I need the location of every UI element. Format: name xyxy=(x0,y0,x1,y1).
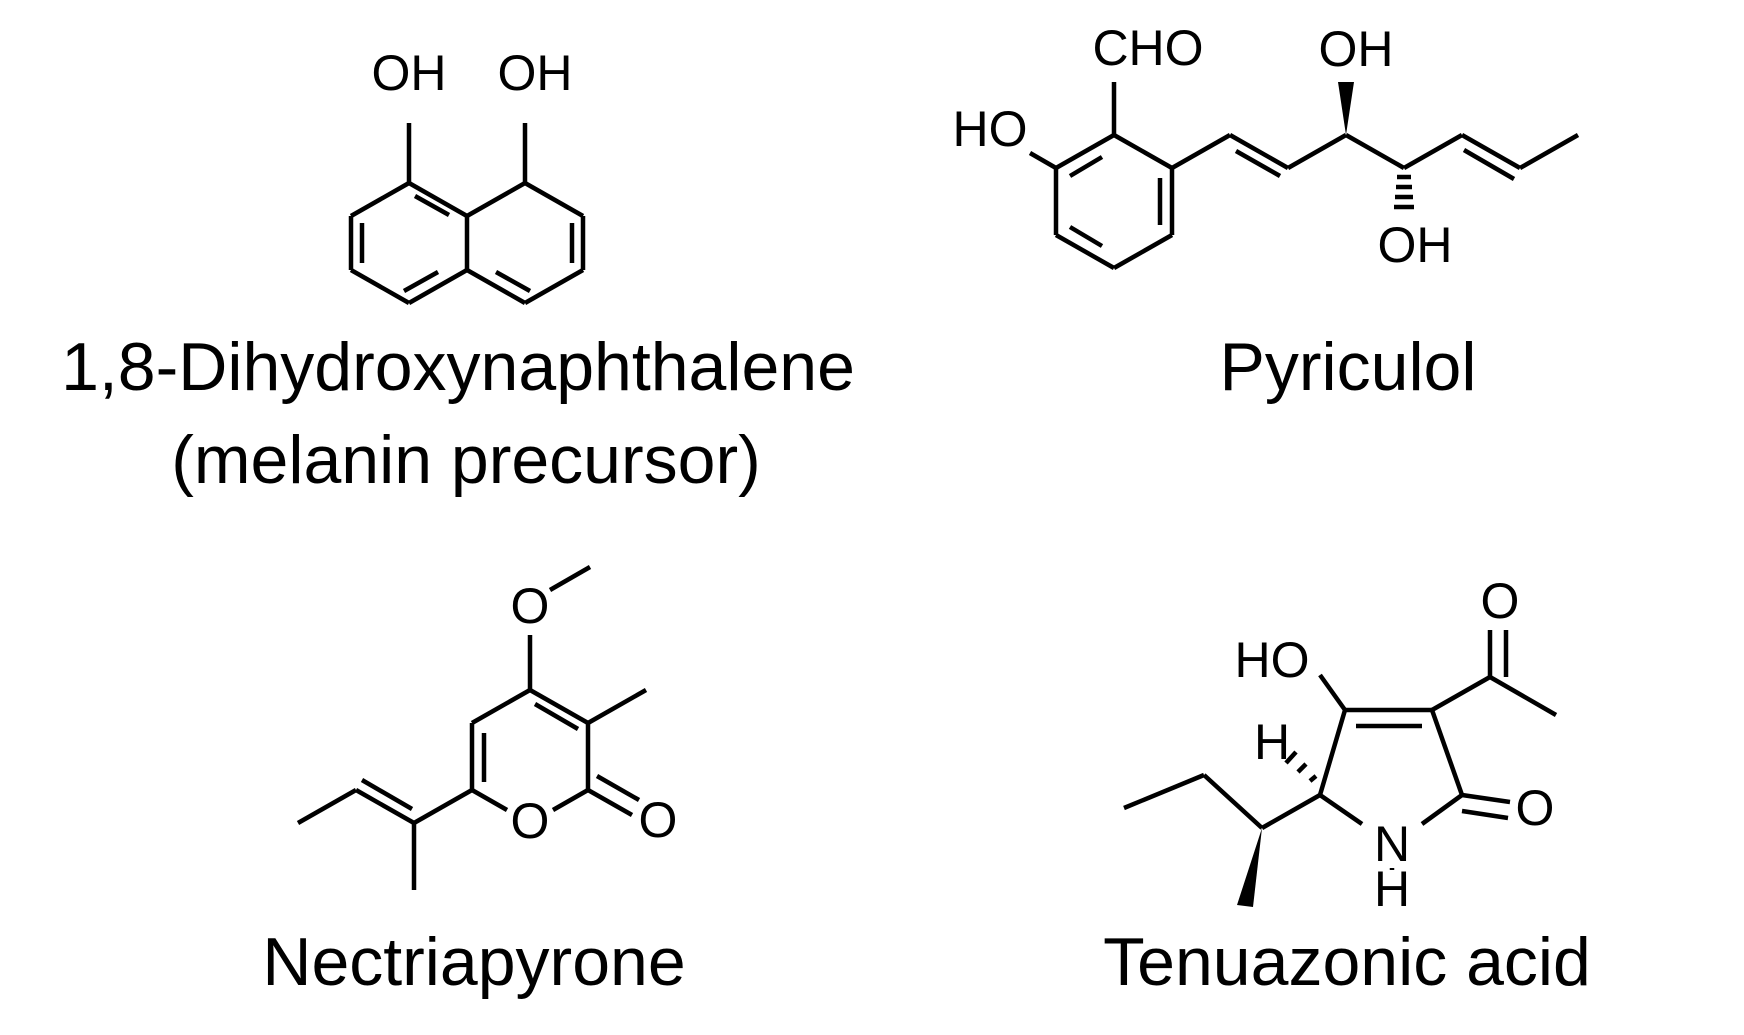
atom-o-carbonyl: O xyxy=(639,792,678,848)
atom-n: N xyxy=(1374,816,1410,872)
atom-o-methoxy: O xyxy=(511,578,550,634)
wedge-bond xyxy=(1338,82,1354,135)
naphthalene-bonds xyxy=(348,123,586,305)
nectriapyrone-bonds xyxy=(296,565,648,890)
atom-ho: HO xyxy=(1235,632,1310,688)
tenuazonic-bonds xyxy=(1123,630,1558,870)
pyriculol-bonds xyxy=(1028,82,1580,270)
atom-h-n: H xyxy=(1374,861,1410,917)
atom-oh-top: OH xyxy=(1319,21,1394,77)
atom-ho: HO xyxy=(953,101,1028,157)
structure-nectriapyrone: O O O Nectriapyrone xyxy=(262,565,686,1000)
atom-cho: CHO xyxy=(1092,20,1203,76)
structure-tenuazonic-acid: O HO H O N H Tenuazonic acid xyxy=(1103,573,1591,1000)
compound-name: Nectriapyrone xyxy=(262,924,685,1000)
atom-oh-right: OH xyxy=(498,45,573,101)
structure-dihydroxynaphthalene: OH OH 1,8-Dihydroxynaphthalene (melanin … xyxy=(61,45,855,498)
atom-oh-left: OH xyxy=(372,45,447,101)
atom-h-stereo: H xyxy=(1254,714,1290,770)
compound-name: 1,8-Dihydroxynaphthalene xyxy=(61,329,855,405)
atom-o-lactam: O xyxy=(1516,780,1555,836)
atom-o-ring: O xyxy=(511,793,550,849)
structure-pyriculol: CHO HO OH OH Pyriculol xyxy=(953,20,1580,405)
atom-o-acetyl: O xyxy=(1481,573,1520,629)
atom-oh-bottom: OH xyxy=(1378,217,1453,273)
wedge-bond xyxy=(1237,828,1262,907)
compound-name: Tenuazonic acid xyxy=(1103,924,1591,1000)
compound-subtitle: (melanin precursor) xyxy=(171,422,761,498)
compound-name: Pyriculol xyxy=(1220,329,1477,405)
